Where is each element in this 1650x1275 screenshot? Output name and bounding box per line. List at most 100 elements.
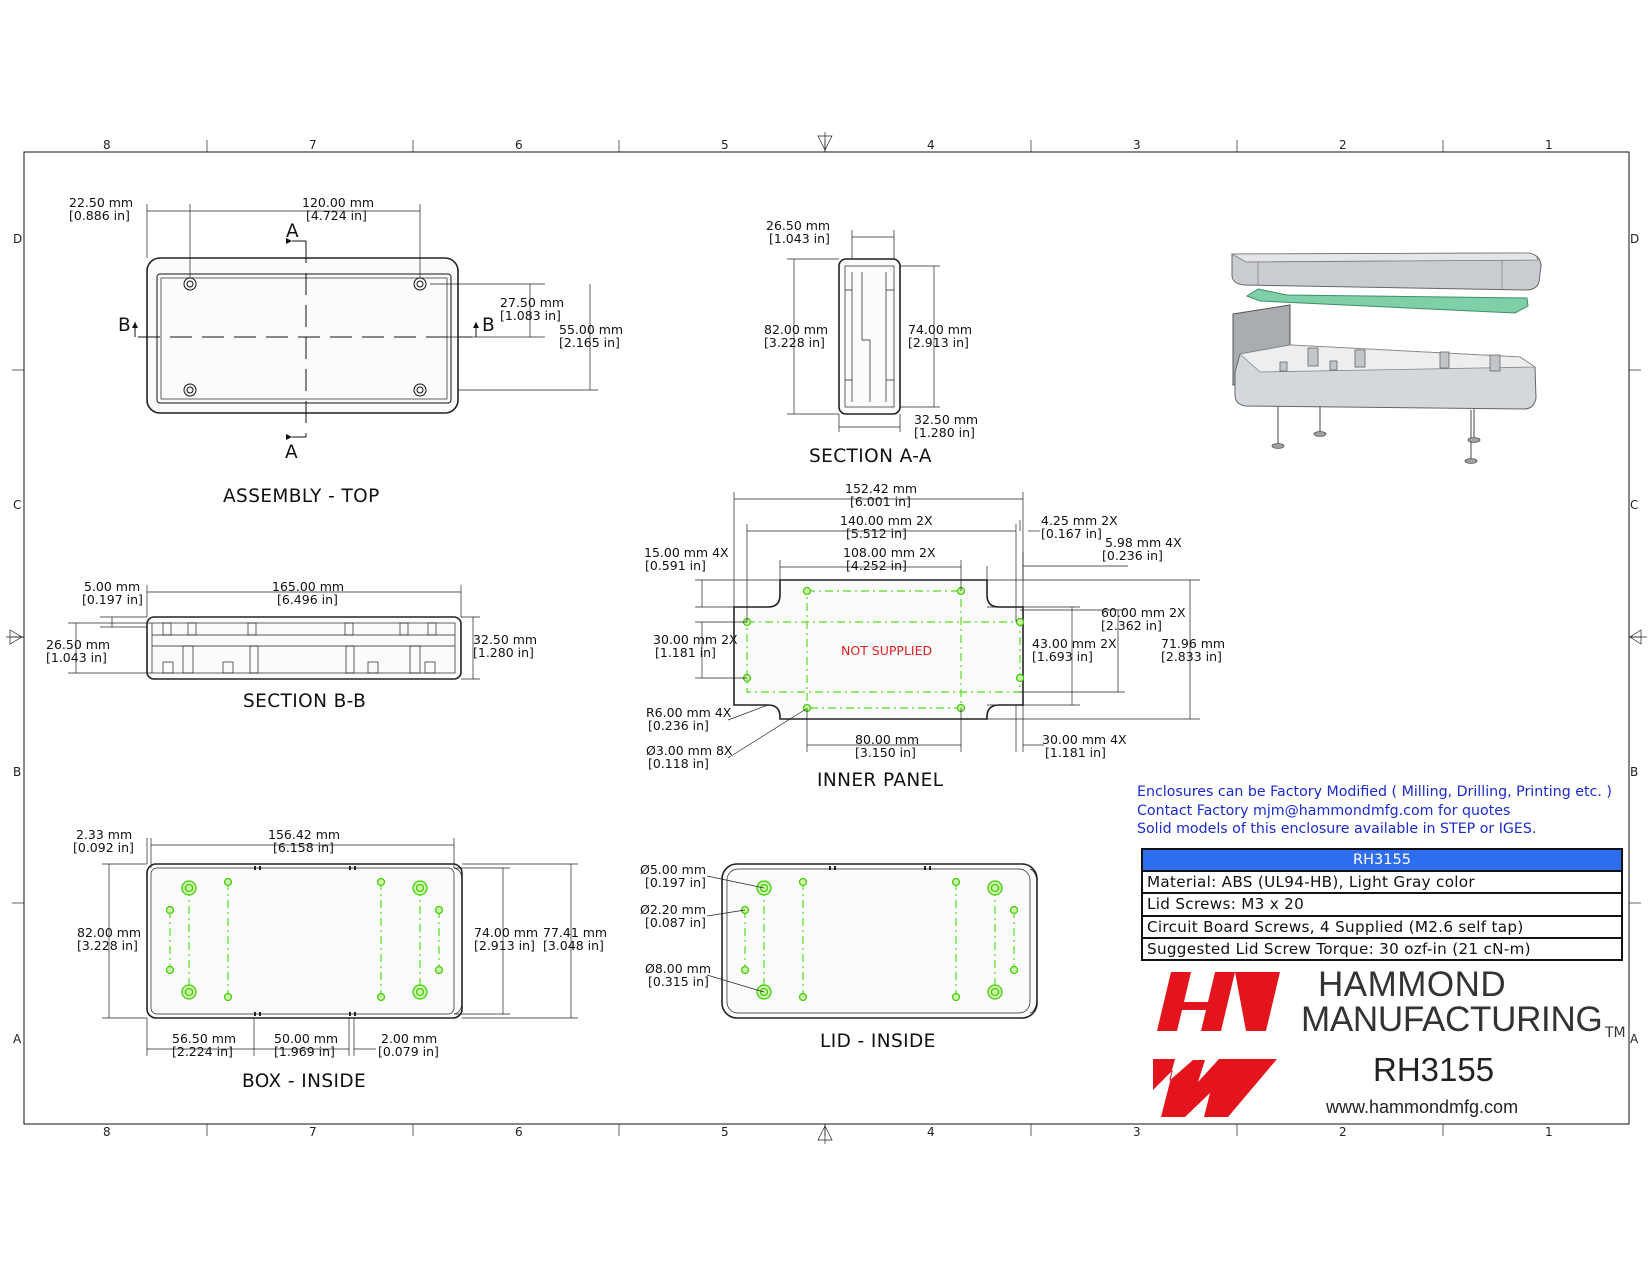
dimension-label: 3 <box>1133 1125 1141 1139</box>
factory-notes: Enclosures can be Factory Modified ( Mil… <box>1137 783 1637 839</box>
section-a-label-top: A <box>286 221 299 242</box>
dimension-label: C <box>13 498 21 512</box>
dimension-label: [1.181 in] <box>655 645 716 660</box>
dimension-label: 5.98 mm 4X <box>1105 535 1182 550</box>
dimension-label: 7 <box>309 1125 317 1139</box>
dimension-label: [2.362 in] <box>1101 618 1162 633</box>
dimension-label: [2.224 in] <box>172 1044 233 1059</box>
dimension-label: A <box>1630 1032 1639 1046</box>
dimension-label: 2 <box>1339 1125 1347 1139</box>
dimension-label: [3.048 in] <box>543 938 604 953</box>
dimension-label: 82.00 mm <box>764 322 828 337</box>
dimension-label: Ø2.20 mm <box>640 902 706 917</box>
box-inside-title: BOX - INSIDE <box>242 1071 366 1092</box>
dimension-label: 82.00 mm <box>77 925 141 940</box>
dimension-label: 74.00 mm <box>908 322 972 337</box>
dimension-label: [0.315 in] <box>648 974 709 989</box>
dimension-label: 26.50 mm <box>766 218 830 233</box>
dimension-label: 8 <box>103 1125 111 1139</box>
section-b-label-right: B <box>482 315 495 336</box>
dimension-label: D <box>1630 232 1639 246</box>
note-line: Solid models of this enclosure available… <box>1137 821 1537 838</box>
dimension-label: [0.118 in] <box>648 756 709 771</box>
dimension-label: [1.693 in] <box>1032 649 1093 664</box>
dimension-label: [2.833 in] <box>1161 649 1222 664</box>
dimension-label: 15.00 mm 4X <box>644 545 729 560</box>
spec-row-lid-screws: Lid Screws: M3 x 20 <box>1143 892 1621 914</box>
spec-table-header: RH3155 <box>1143 850 1621 870</box>
dimension-label: 8 <box>103 138 111 152</box>
dimension-label: 60.00 mm 2X <box>1101 605 1186 620</box>
dimension-label: [1.181 in] <box>1045 745 1106 760</box>
dimension-label: 5.00 mm <box>84 579 140 594</box>
dimension-label: 4 <box>927 1125 935 1139</box>
logo-word-manufacturing: MANUFACTURING <box>1301 1000 1603 1039</box>
dimension-label: 30.00 mm 2X <box>653 632 738 647</box>
dimension-label: [1.083 in] <box>500 308 561 323</box>
sheet-border <box>6 132 1647 1144</box>
dimension-label: 156.42 mm <box>268 827 340 842</box>
lid-inside-view: Ø5.00 mm [0.197 in] Ø2.20 mm [0.087 in] … <box>640 862 1038 1052</box>
dimension-label: [1.969 in] <box>274 1044 335 1059</box>
dimension-label: [0.236 in] <box>1102 548 1163 563</box>
dimension-label: [0.167 in] <box>1041 526 1102 541</box>
dimension-label: R6.00 mm 4X <box>646 705 732 720</box>
spec-row-board-screws: Circuit Board Screws, 4 Supplied (M2.6 s… <box>1143 914 1621 937</box>
dimension-label: 3 <box>1133 138 1141 152</box>
section-bb-view: 5.00 mm [0.197 in] 165.00 mm [6.496 in] … <box>46 579 537 712</box>
dimension-label: [1.043 in] <box>46 650 107 665</box>
dimension-label: 71.96 mm <box>1161 636 1225 651</box>
dimension-label: 4.25 mm 2X <box>1041 513 1118 528</box>
dimension-label: 6 <box>515 1125 523 1139</box>
dimension-label: [3.150 in] <box>855 745 916 760</box>
dimension-label: 2.00 mm <box>381 1031 437 1046</box>
lid-inside-title: LID - INSIDE <box>820 1031 936 1052</box>
zone-labels-bottom: 8 7 6 5 4 3 2 1 <box>103 1125 1553 1139</box>
dimension-label: 32.50 mm <box>473 632 537 647</box>
dimension-label: 5 <box>721 138 729 152</box>
dimension-label: 27.50 mm <box>500 295 564 310</box>
dimension-label: [2.913 in] <box>474 938 535 953</box>
dimension-label: [3.228 in] <box>77 938 138 953</box>
dimension-label: 56.50 mm <box>172 1031 236 1046</box>
dimension-label: [1.280 in] <box>914 425 975 440</box>
dimension-label: D <box>13 232 22 246</box>
dimension-label: 4 <box>927 138 935 152</box>
dimension-label: 6 <box>515 138 523 152</box>
dimension-label: 74.00 mm <box>474 925 538 940</box>
trademark-symbol: TM <box>1605 1025 1626 1041</box>
dimension-label: [0.087 in] <box>645 915 706 930</box>
dimension-label: [6.496 in] <box>277 592 338 607</box>
dimension-label: 32.50 mm <box>914 412 978 427</box>
zone-labels-side: D C B A D C B A <box>13 232 1639 1046</box>
dimension-label: C <box>1630 498 1638 512</box>
dimension-label: [0.236 in] <box>648 718 709 733</box>
inner-panel-view: NOT SUPPLIED 152.4 <box>644 481 1225 791</box>
section-aa-view: 26.50 mm [1.043 in] 82.00 mm [3.228 in] … <box>764 218 978 467</box>
dimension-label: [0.092 in] <box>73 840 134 855</box>
inner-panel-title: INNER PANEL <box>817 770 944 791</box>
dimension-label: 108.00 mm 2X <box>843 545 936 560</box>
section-aa-title: SECTION A-A <box>809 446 932 467</box>
dimension-label: 152.42 mm <box>845 481 917 496</box>
note-line: Contact Factory mjm@hammondmfg.com for q… <box>1137 802 1511 819</box>
dimension-label: 140.00 mm 2X <box>840 513 933 528</box>
spec-row-material: Material: ABS (UL94-HB), Light Gray colo… <box>1143 870 1621 892</box>
dimension-label: 26.50 mm <box>46 637 110 652</box>
spec-row-torque: Suggested Lid Screw Torque: 30 ozf-in (2… <box>1143 936 1621 959</box>
spec-table: RH3155 Material: ABS (UL94-HB), Light Gr… <box>1141 848 1623 962</box>
dimension-label: [0.197 in] <box>82 592 143 607</box>
dimension-label: 7 <box>309 138 317 152</box>
dimension-label: [1.280 in] <box>473 645 534 660</box>
box-inside-view: 2.33 mm [0.092 in] 156.42 mm [6.158 in] … <box>73 827 607 1092</box>
dimension-label: [6.158 in] <box>273 840 334 855</box>
not-supplied-note: NOT SUPPLIED <box>841 643 932 658</box>
section-b-label-left: B <box>118 315 131 336</box>
website-link[interactable]: www.hammondmfg.com <box>1326 1097 1519 1117</box>
section-a-label-bottom: A <box>285 442 298 463</box>
zone-labels-top: 8 7 6 5 4 3 2 1 <box>103 138 1553 152</box>
note-line: Enclosures can be Factory Modified ( Mil… <box>1137 784 1612 800</box>
dimension-label: 2 <box>1339 138 1347 152</box>
dimension-label: [2.913 in] <box>908 335 969 350</box>
